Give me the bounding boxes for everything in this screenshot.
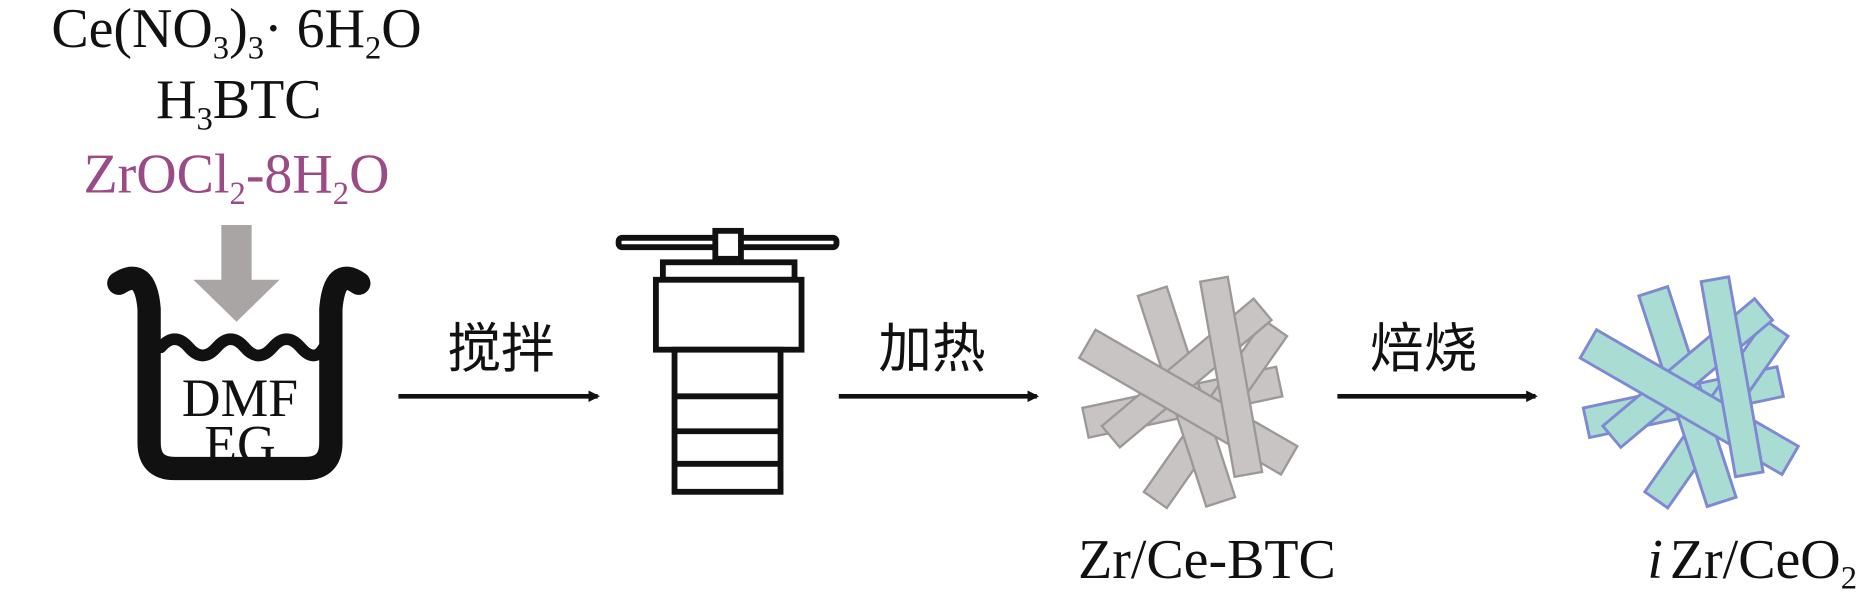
step-calcine-label: 焙烧	[1370, 317, 1477, 380]
reagent-h3btc: H3BTC	[156, 69, 321, 138]
reagent-zirconyl-chloride: ZrOCl2-8H2O	[84, 143, 390, 212]
autoclave-icon	[615, 227, 840, 495]
solvent-eg: EG	[204, 415, 275, 475]
zr-ce-btc-rods-icon	[1077, 275, 1299, 510]
izr-ceo2-rods-icon	[1578, 275, 1801, 510]
step-stir-label: 搅拌	[447, 317, 554, 380]
reagent-cerium-nitrate: Ce(NO3)3· 6H2O	[51, 0, 421, 66]
beaker-icon	[107, 266, 371, 481]
solvent-dmf: DMF	[182, 368, 298, 428]
product-zr-ce-btc: Zr/Ce-BTC	[1078, 529, 1336, 591]
step-heat-label: 加热	[878, 317, 985, 380]
feed-arrow-icon	[193, 225, 280, 322]
